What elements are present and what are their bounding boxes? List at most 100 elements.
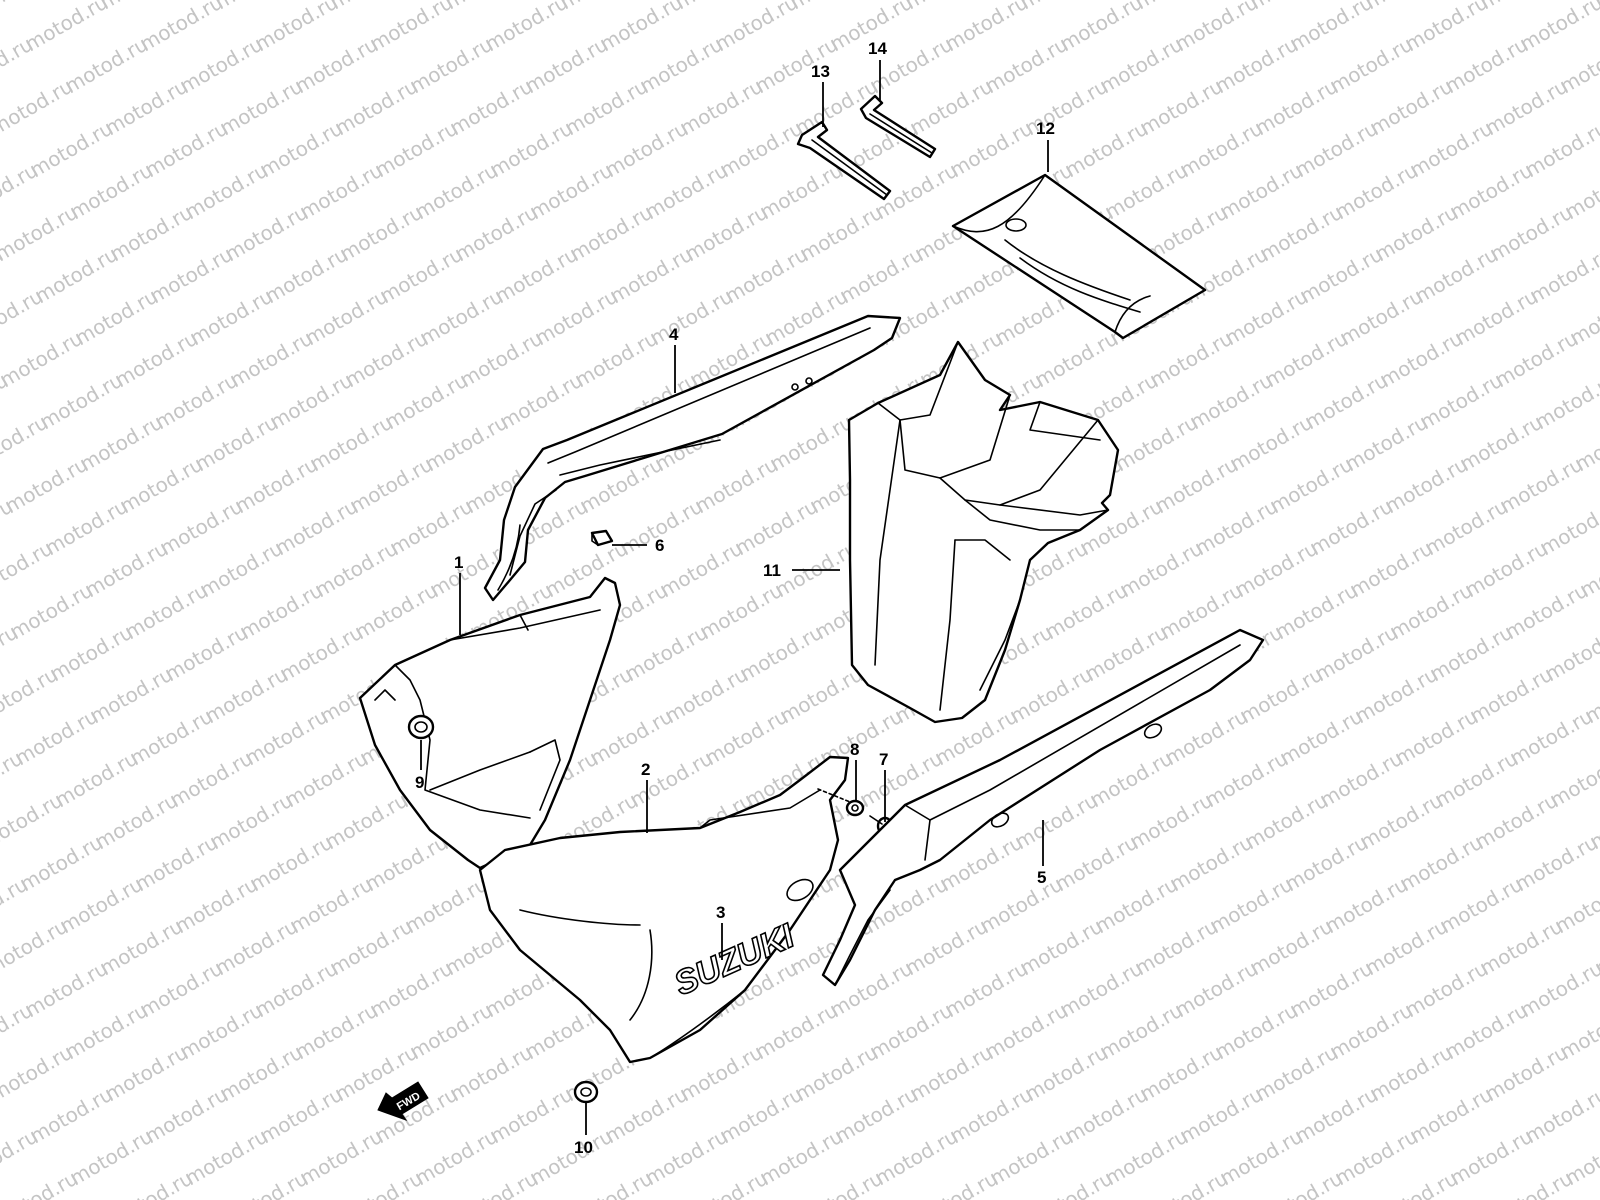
- watermark-text: motod.ru: [976, 872, 1067, 939]
- watermark-text: motod.ru: [1371, 1166, 1462, 1200]
- watermark-text: motod.ru: [776, 662, 867, 729]
- watermark-text: motod.ru: [216, 1040, 307, 1107]
- watermark-text: motod.ru: [1291, 116, 1382, 183]
- callout-4: 4: [669, 325, 679, 344]
- watermark-text: motod.ru: [156, 494, 247, 561]
- watermark-text: motod.ru: [1161, 704, 1252, 771]
- watermark-text: motod.ru: [1056, 956, 1147, 1023]
- watermark-text: motod.ru: [1331, 1124, 1422, 1191]
- watermark-text: motod.ru: [71, 284, 162, 351]
- watermark-text: motod.ru: [196, 536, 287, 603]
- watermark-text: motod.ru: [1051, 830, 1142, 897]
- watermark-text: motod.ru: [1271, 578, 1362, 645]
- watermark-text: motod.ru: [101, 74, 192, 141]
- watermark-text: motod.ru: [1251, 74, 1342, 141]
- watermark-text: motod.ru: [1246, 914, 1337, 981]
- watermark-text: motod.ru: [446, 1040, 537, 1107]
- watermark-text: motod.ru: [1101, 158, 1192, 225]
- watermark-text: motod.ru: [1306, 494, 1397, 561]
- watermark-text: motod.ru: [0, 788, 67, 855]
- watermark-text: motod.ru: [281, 746, 372, 813]
- watermark-text: motod.ru: [736, 620, 827, 687]
- watermark-text: motod.ru: [561, 74, 652, 141]
- watermark-text: motod.ru: [1316, 746, 1407, 813]
- callout-5: 5: [1037, 868, 1046, 887]
- watermark-text: motod.ru: [871, 1124, 962, 1191]
- watermark-text: motod.ru: [1506, 704, 1597, 771]
- watermark-text: motod.ru: [411, 158, 502, 225]
- watermark-text: motod.ru: [721, 242, 812, 309]
- watermark-text: motod.ru: [486, 1082, 577, 1149]
- watermark-text: motod.ru: [306, 410, 397, 477]
- watermark-text: motod.ru: [0, 74, 77, 141]
- watermark-text: motod.ru: [526, 158, 617, 225]
- watermark-text: motod.ru: [1211, 998, 1302, 1065]
- callout-2: 2: [641, 760, 650, 779]
- watermark-text: motod.ru: [176, 32, 267, 99]
- watermark-text: motod.ru: [1296, 242, 1387, 309]
- watermark-text: motod.ru: [91, 788, 182, 855]
- watermark-text: motod.ru: [1331, 158, 1422, 225]
- watermark-text: motod.ru: [1186, 368, 1277, 435]
- watermark-text: motod.ru: [296, 1124, 387, 1191]
- watermark-text: motod.ru: [6, 578, 97, 645]
- watermark-text: motod.ru: [1406, 116, 1497, 183]
- watermark-text: motod.ru: [1396, 830, 1487, 897]
- watermark-text: motod.ru: [291, 32, 382, 99]
- part-9-grommet: [407, 714, 435, 740]
- watermark-text: motod.ru: [401, 872, 492, 939]
- watermark-text: motod.ru: [331, 74, 422, 141]
- watermark-text: motod.ru: [321, 788, 412, 855]
- watermark-text: motod.ru: [866, 998, 957, 1065]
- part-2-frame-cover-right: SUZUKI: [478, 755, 850, 1064]
- watermark-text: motod.ru: [81, 536, 172, 603]
- watermark-text: motod.ru: [1021, 74, 1112, 141]
- watermark-text: motod.ru: [296, 158, 387, 225]
- watermark-text: motod.ru: [681, 1166, 772, 1200]
- watermark-text: motod.ru: [236, 578, 327, 645]
- watermark-text: motod.ru: [1481, 74, 1572, 141]
- watermark-text: motod.ru: [831, 1082, 922, 1149]
- watermark-text: motod.ru: [16, 830, 107, 897]
- watermark-text: motod.ru: [1236, 662, 1327, 729]
- watermark-text: motod.ru: [1471, 788, 1562, 855]
- watermark-text: motod.ru: [56, 872, 147, 939]
- watermark-text: motod.ru: [601, 1082, 692, 1149]
- watermark-text: motod.ru: [1481, 1040, 1572, 1107]
- watermark-text: motod.ru: [1221, 284, 1312, 351]
- watermark-text: motod.ru: [1461, 536, 1552, 603]
- watermark-text: motod.ru: [1411, 242, 1502, 309]
- watermark-text: motod.ru: [1301, 368, 1392, 435]
- watermark-text: motod.ru: [106, 1166, 197, 1200]
- watermark-text: motod.ru: [1251, 1040, 1342, 1107]
- watermark-text: motod.ru: [1321, 872, 1412, 939]
- watermark-text: motod.ru: [1, 452, 92, 519]
- watermark-text: motod.ru: [176, 998, 267, 1065]
- watermark-text: motod.ru: [0, 662, 62, 729]
- watermark-text: motod.ru: [171, 872, 262, 939]
- watermark-text: motod.ru: [361, 830, 452, 897]
- watermark-text: motod.ru: [1446, 1124, 1537, 1191]
- watermark-text: motod.ru: [756, 1124, 847, 1191]
- watermark-text: motod.ru: [661, 662, 752, 729]
- watermark-text: motod.ru: [676, 1040, 767, 1107]
- watermark-text: motod.ru: [1206, 872, 1297, 939]
- watermark-text: motod.ru: [1476, 914, 1567, 981]
- watermark-text: motod.ru: [181, 1124, 272, 1191]
- watermark-text: motod.ru: [1231, 536, 1322, 603]
- watermark-text: motod.ru: [0, 200, 82, 267]
- watermark-text: motod.ru: [1041, 578, 1132, 645]
- part-10-grommet: [573, 1080, 599, 1104]
- watermark-text: motod.ru: [1226, 410, 1317, 477]
- watermark-text: motod.ru: [1496, 452, 1587, 519]
- watermark-text: motod.ru: [0, 410, 52, 477]
- watermark-text: motod.ru: [1016, 914, 1107, 981]
- watermark-text: motod.ru: [1406, 1082, 1497, 1149]
- watermark-text: motod.ru: [791, 1040, 882, 1107]
- watermark-text: motod.ru: [716, 116, 807, 183]
- watermark-text: motod.ru: [946, 1082, 1037, 1149]
- watermark-text: motod.ru: [1361, 914, 1452, 981]
- watermark-text: motod.ru: [566, 1166, 657, 1200]
- watermark-text: motod.ru: [141, 1082, 232, 1149]
- watermark-text: motod.ru: [0, 284, 47, 351]
